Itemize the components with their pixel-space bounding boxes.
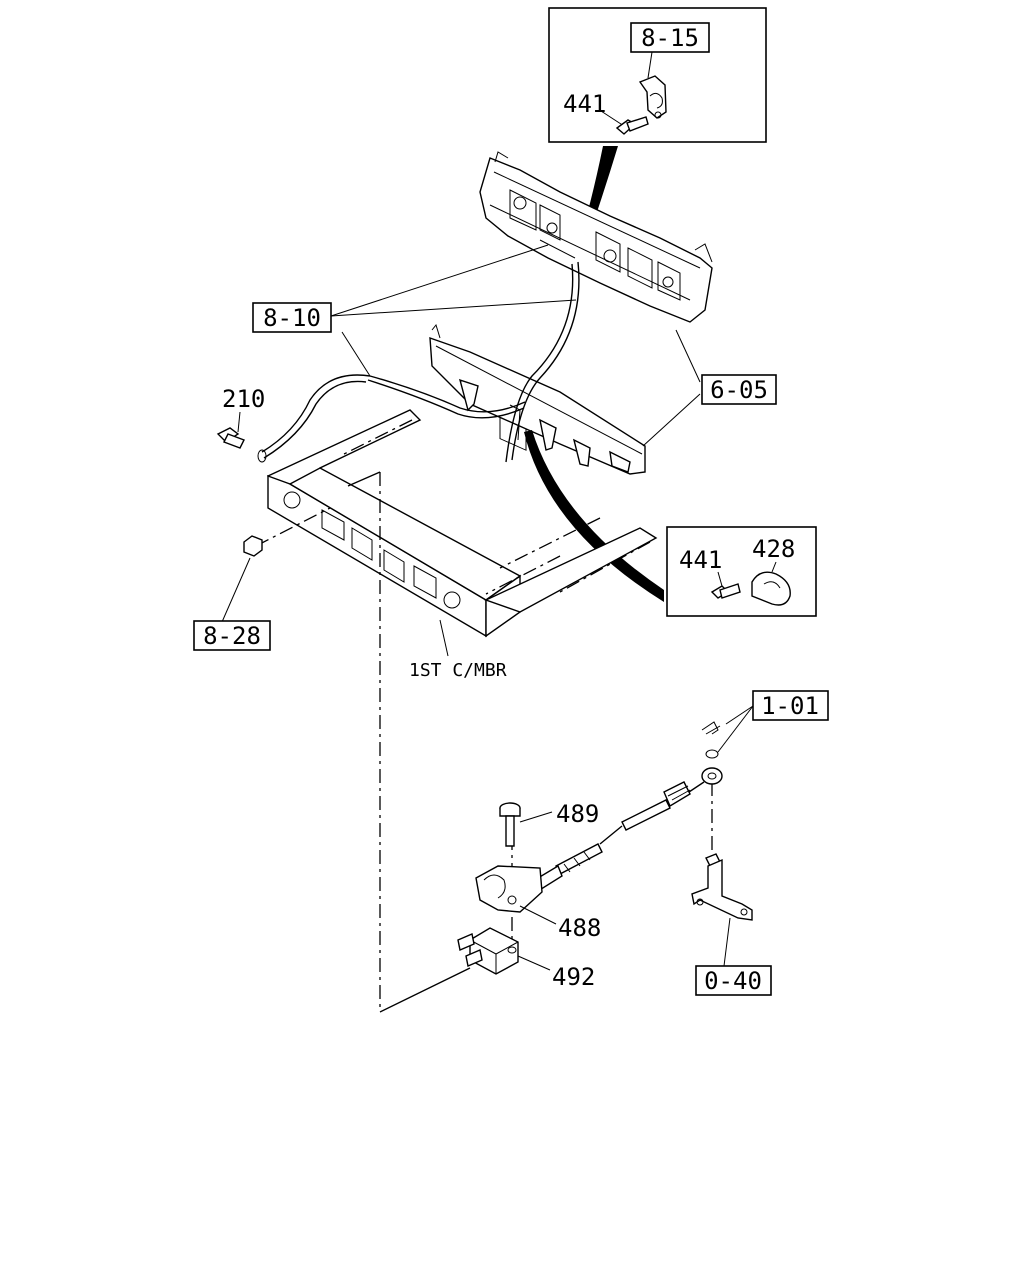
lower-crossbar — [429, 323, 646, 475]
part-441-top: 441 — [563, 90, 606, 118]
clip-bracket-icon — [638, 75, 667, 119]
bolt-right-icon — [710, 583, 741, 599]
detail-inset-top: 8-15 441 — [548, 7, 767, 143]
part-489: 489 — [556, 800, 599, 828]
callout-box-8-28[interactable] — [193, 620, 271, 651]
leader-band-right — [524, 430, 664, 602]
part-441-right: 441 — [679, 546, 722, 574]
control-cable — [516, 767, 723, 897]
callout-8-10: 8-10 — [263, 304, 321, 332]
callout-box-6-05[interactable] — [701, 374, 777, 405]
mount-492-icon — [457, 927, 519, 975]
front-panel — [479, 151, 713, 451]
callout-box-8-15[interactable] — [630, 22, 710, 53]
cable-harness — [261, 261, 580, 463]
crossmember-label: 1ST C/MBR — [409, 660, 507, 681]
washer-icon — [705, 749, 719, 759]
clamp-icon — [751, 571, 791, 606]
callout-8-15: 8-15 — [641, 24, 699, 52]
part-492: 492 — [552, 963, 595, 991]
callout-8-28: 8-28 — [203, 622, 261, 650]
bracket-488-icon — [475, 865, 543, 913]
part-488: 488 — [558, 914, 601, 942]
bolt-210-icon — [216, 427, 267, 463]
callout-box-0-40[interactable] — [695, 965, 772, 996]
bolt-489-icon — [499, 802, 521, 847]
assembly-lines — [255, 419, 713, 1013]
part-210: 210 — [222, 385, 265, 413]
callout-box-8-10[interactable] — [252, 302, 332, 333]
callout-6-05: 6-05 — [710, 376, 768, 404]
detail-inset-right: 441 428 — [666, 526, 817, 617]
bolt-icon — [615, 116, 649, 135]
bracket-0-40-icon — [691, 853, 753, 921]
cotter-pin-icon — [701, 721, 721, 735]
part-428: 428 — [752, 535, 795, 563]
callout-0-40: 0-40 — [704, 967, 762, 995]
callout-box-1-01[interactable] — [752, 690, 829, 721]
nut-8-28-icon — [243, 535, 263, 557]
callout-1-01: 1-01 — [761, 692, 819, 720]
crossmember-frame — [267, 409, 658, 638]
